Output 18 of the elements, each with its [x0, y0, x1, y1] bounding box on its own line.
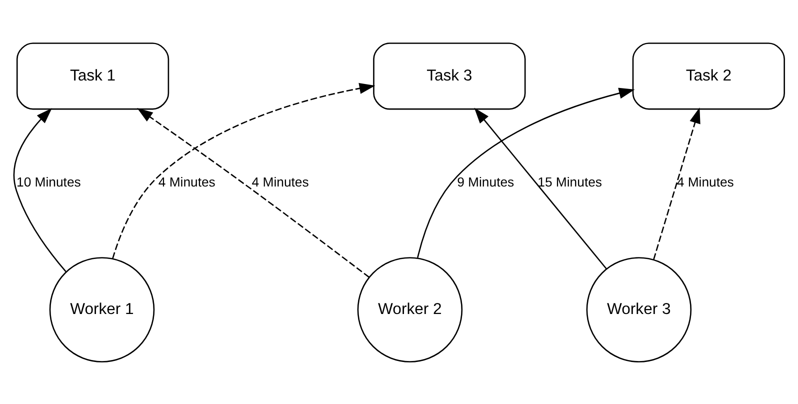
node-box: Task 3: [373, 42, 526, 110]
node-circle: Worker 1: [49, 256, 155, 362]
edge-label: 4 Minutes: [158, 174, 216, 190]
edge-label: 4 Minutes: [676, 174, 734, 190]
arrow: [137, 107, 370, 278]
edge-label: 9 Minutes: [457, 174, 514, 190]
arrow: [416, 87, 635, 258]
node-box: Task 2: [632, 42, 785, 110]
edge-label: 4 Minutes: [252, 174, 309, 190]
arrow: [13, 108, 66, 272]
arrow: [474, 107, 607, 269]
arrow: [653, 106, 700, 260]
edge-label: 10 Minutes: [16, 174, 81, 190]
node-circle: Worker 3: [586, 256, 692, 362]
node-box: Task 1: [16, 42, 170, 110]
edge-label: 15 Minutes: [538, 174, 602, 190]
arrow: [112, 82, 376, 258]
node-circle: Worker 2: [357, 256, 463, 362]
